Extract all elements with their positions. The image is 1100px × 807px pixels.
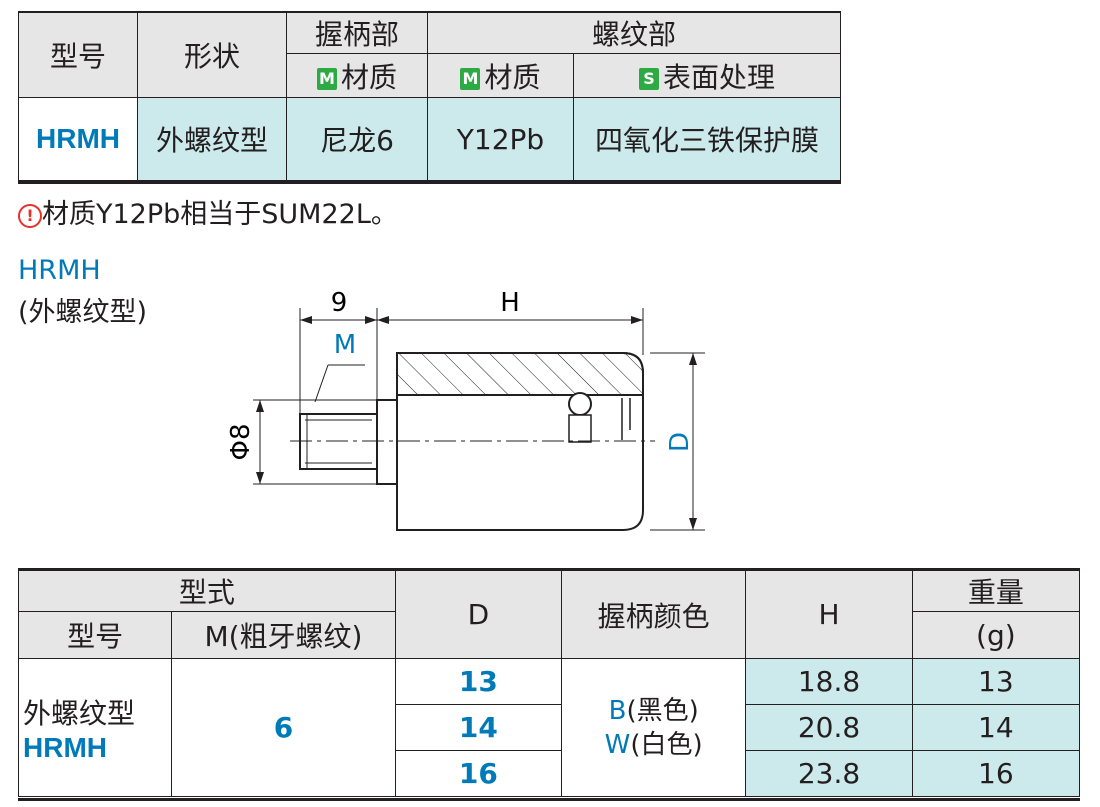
header-type: 型式 bbox=[18, 570, 396, 612]
weight-cell: 13 bbox=[911, 658, 1081, 705]
header-d: D bbox=[394, 570, 563, 659]
surface-cell: 四氧化三铁保护膜 bbox=[573, 97, 841, 181]
h-cell: 20.8 bbox=[745, 704, 913, 751]
dim-h-label: H bbox=[500, 288, 520, 318]
h-cell: 23.8 bbox=[745, 750, 913, 797]
header-grip-color: 握柄颜色 bbox=[560, 570, 747, 659]
weight-cell: 16 bbox=[911, 750, 1081, 797]
grip-material-cell: 尼龙6 bbox=[286, 97, 428, 181]
grip-color-cell: B(黑色) W(白色) bbox=[560, 658, 747, 797]
header-thread: 螺纹部 bbox=[427, 12, 841, 54]
d-cell: 14 bbox=[394, 704, 563, 751]
header-m: M(粗牙螺纹) bbox=[171, 611, 396, 659]
m-cell: 6 bbox=[171, 658, 396, 797]
drawing-title: HRMH bbox=[18, 255, 101, 286]
surface-badge-icon: S bbox=[638, 67, 659, 90]
warning-icon: ! bbox=[18, 204, 42, 228]
color-b-code: B bbox=[608, 695, 627, 726]
color-b-name: (黑色) bbox=[626, 695, 699, 726]
dim-9-label: 9 bbox=[331, 288, 348, 318]
h-cell: 18.8 bbox=[745, 658, 913, 705]
type-name: 外螺纹型 bbox=[23, 696, 136, 730]
material-note: !材质Y12Pb相当于SUM22L。 bbox=[18, 192, 398, 231]
header-shape: 形状 bbox=[137, 12, 287, 98]
header-grip: 握柄部 bbox=[286, 12, 428, 54]
dim-m-label: M bbox=[334, 330, 356, 360]
thread-material-cell: Y12Pb bbox=[427, 97, 574, 181]
type-cell: 外螺纹型 HRMH bbox=[17, 658, 173, 797]
note-text: 材质Y12Pb相当于SUM22L。 bbox=[42, 199, 398, 230]
header-weight: 重量 bbox=[911, 570, 1081, 612]
dim-phi8-label: Φ8 bbox=[226, 423, 256, 460]
header-model: 型号 bbox=[18, 12, 138, 98]
bottom-rule bbox=[18, 181, 841, 184]
material-badge-icon: M bbox=[460, 67, 481, 90]
weight-cell: 14 bbox=[911, 704, 1081, 751]
drawing-subtitle: (外螺纹型) bbox=[18, 297, 148, 328]
header-weight-unit: (g) bbox=[911, 611, 1081, 659]
d-cell: 16 bbox=[394, 750, 563, 797]
bottom-rule bbox=[18, 798, 1080, 801]
dim-d-label: D bbox=[665, 432, 695, 452]
shape-cell: 外螺纹型 bbox=[137, 97, 287, 181]
color-w-name: (白色) bbox=[630, 729, 703, 760]
color-w-code: W bbox=[604, 729, 631, 760]
size-table: 型式 D 握柄颜色 H 重量 型号 M(粗牙螺纹) (g) 外螺纹型 HRMH … bbox=[17, 570, 1081, 797]
model-cell: HRMH bbox=[18, 97, 138, 181]
header-model: 型号 bbox=[17, 611, 173, 659]
d-cell: 13 bbox=[394, 658, 563, 705]
type-model: HRMH bbox=[23, 731, 107, 763]
top-rule bbox=[18, 568, 1080, 571]
material-badge-icon: M bbox=[316, 67, 337, 90]
header-h: H bbox=[745, 570, 913, 659]
